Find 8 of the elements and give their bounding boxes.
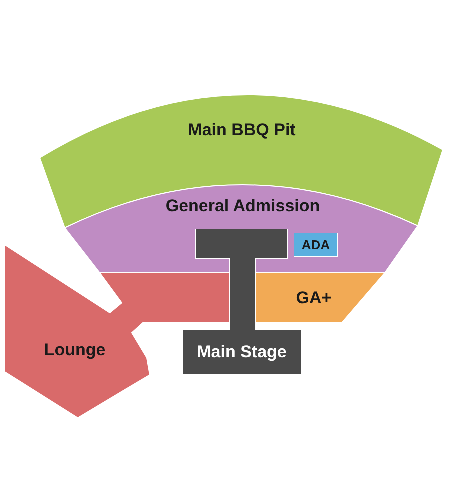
section-label: Lounge	[44, 342, 106, 358]
section-label: Main BBQ Pit	[188, 122, 296, 138]
seating-section	[294, 233, 338, 257]
section-label: General Admission	[166, 198, 320, 214]
section-label: ADA	[302, 238, 330, 252]
section-label: Main Stage	[197, 344, 287, 360]
section-label: GA+	[296, 290, 332, 306]
seating-section	[40, 95, 443, 228]
